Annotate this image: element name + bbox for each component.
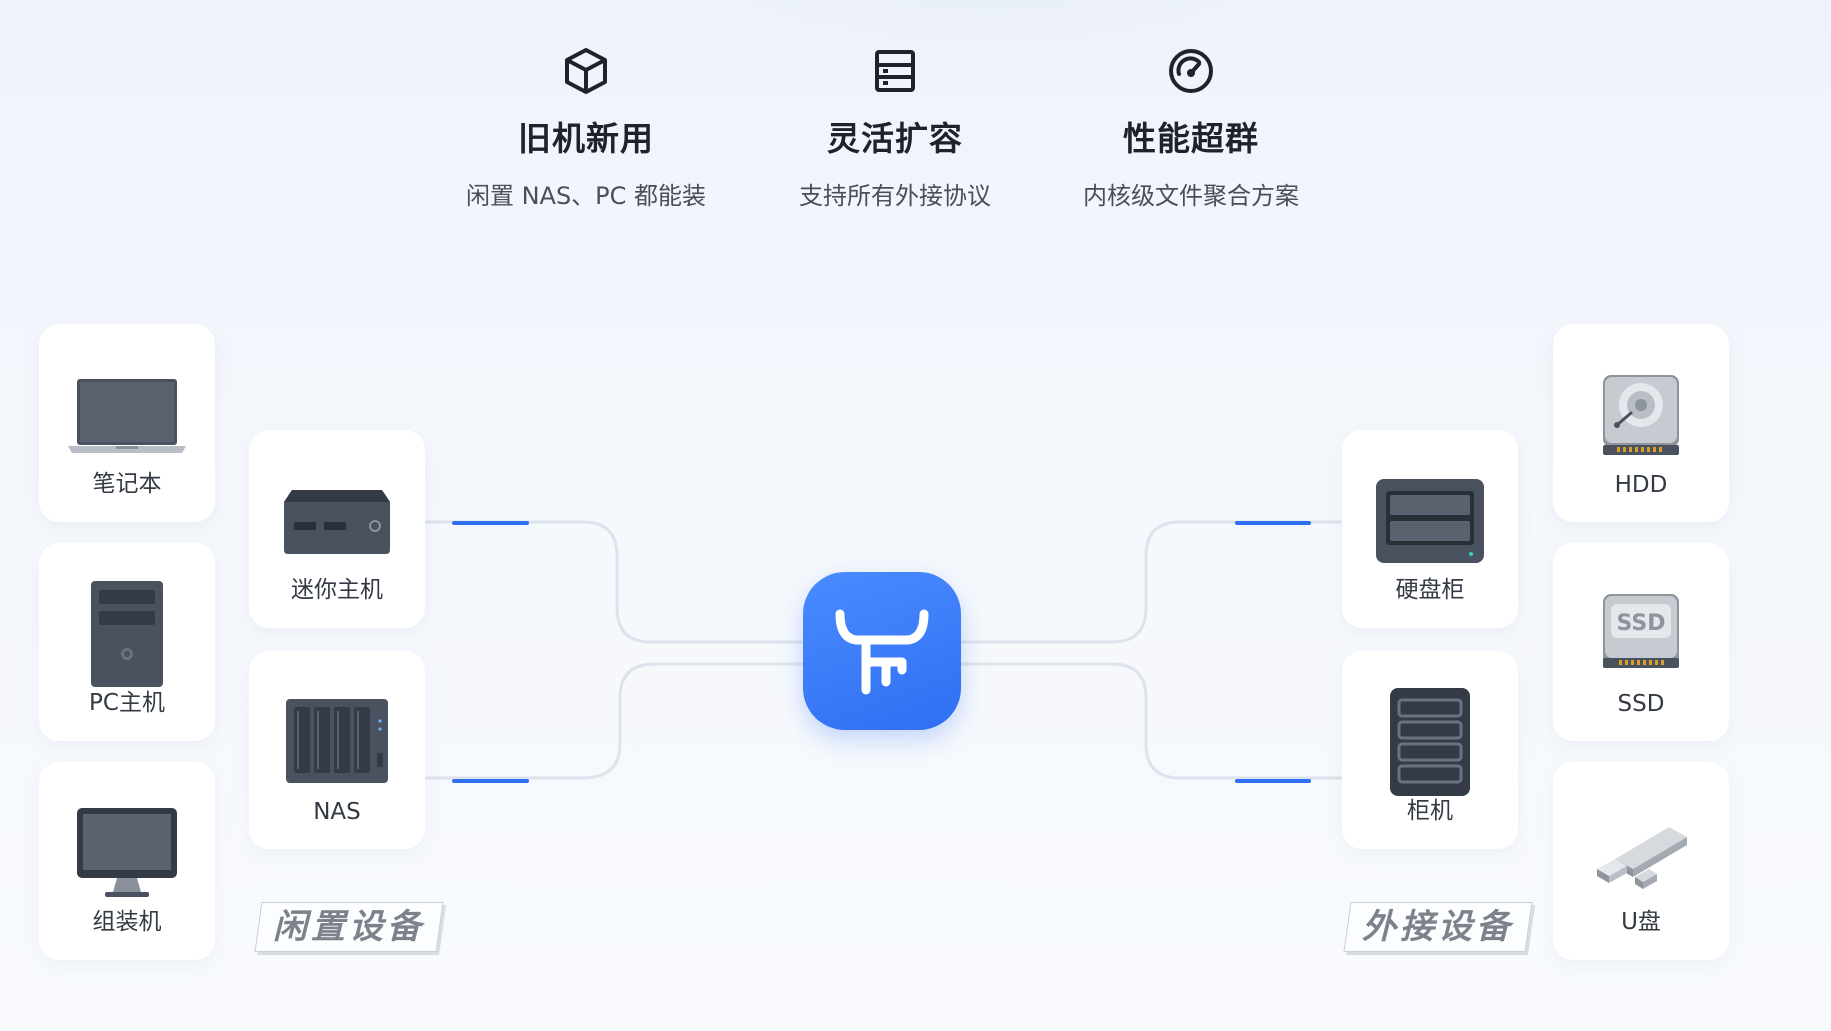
feature-description: 内核级文件聚合方案 [1083,182,1299,210]
nas-icon [249,687,425,797]
device-label: 迷你主机 [291,577,383,603]
svg-text:SSD: SSD [1617,611,1666,636]
group-label-idle-devices: 闲置设备 [254,902,444,952]
device-label: 笔记本 [92,471,162,497]
device-label: PC主机 [89,690,165,716]
device-label: HDD [1614,472,1668,498]
server-rack-icon [1342,687,1518,797]
device-card-ssd: SSD SSD [1553,543,1729,741]
feature-description: 支持所有外接协议 [799,182,991,210]
feature-description: 闲置 NAS、PC 都能装 [465,182,707,210]
device-card-usb: U盘 [1553,762,1729,960]
feature-high-performance: 性能超群 内核级文件聚合方案 [1031,46,1351,211]
device-card-server-rack: 柜机 [1342,651,1518,849]
storage-panel-icon [870,46,920,96]
bull-logo-icon [835,609,929,695]
cube-icon [561,46,611,96]
app-logo [803,572,961,730]
device-card-disk-enclosure: 硬盘柜 [1342,430,1518,628]
device-card-hdd: HDD [1553,324,1729,522]
device-label: NAS [313,799,361,825]
speedometer-icon [1166,46,1216,96]
feature-title: 灵活扩容 [827,119,963,158]
feature-title: 旧机新用 [518,119,654,158]
feature-flexible-expansion: 灵活扩容 支持所有外接协议 [735,46,1055,211]
device-card-mini-pc: 迷你主机 [249,430,425,628]
device-label: U盘 [1621,909,1661,935]
disk-enclosure-icon [1342,466,1518,576]
hdd-icon [1553,360,1729,470]
device-label: SSD [1617,691,1665,717]
device-label: 组装机 [92,909,162,935]
device-label: 硬盘柜 [1395,577,1465,603]
usb-drive-icon [1553,798,1729,908]
pc-tower-icon [39,579,215,689]
desktop-monitor-icon [39,798,215,908]
group-label-external-devices: 外接设备 [1343,902,1533,952]
ssd-icon: SSD [1553,579,1729,689]
device-card-pc: PC主机 [39,543,215,741]
device-card-desktop: 组装机 [39,762,215,960]
feature-title: 性能超群 [1123,119,1259,158]
feature-old-device-reuse: 旧机新用 闲置 NAS、PC 都能装 [426,46,746,211]
mini-pc-icon [249,466,425,576]
device-card-laptop: 笔记本 [39,324,215,522]
device-label: 柜机 [1407,798,1453,824]
laptop-icon [39,360,215,470]
device-card-nas: NAS [249,651,425,849]
